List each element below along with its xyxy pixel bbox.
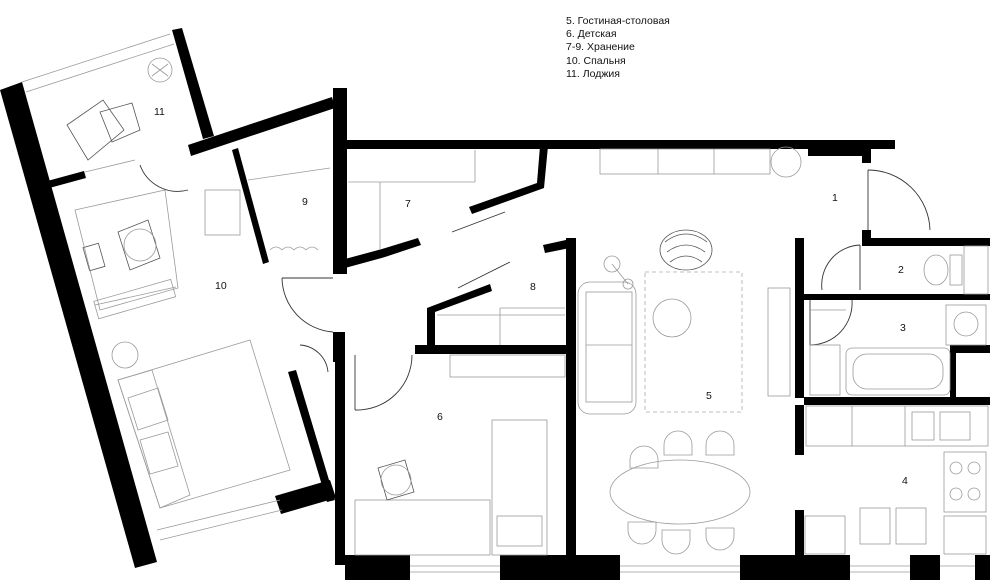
legend-item-5: 5. Гостиная-столовая [566, 15, 670, 27]
legend-item-6: 6. Детская [566, 28, 617, 41]
room-label-11: 11 [154, 106, 165, 118]
room-label-9: 9 [302, 196, 308, 208]
walls [0, 28, 990, 580]
room-label-4: 4 [902, 475, 908, 487]
hanger-rail [269, 246, 319, 251]
bedroom-bed [117, 339, 291, 509]
room-label-10: 10 [215, 280, 227, 292]
room-label-1: 1 [832, 192, 838, 204]
legend-item-11: 11. Лоджия [566, 67, 620, 80]
bathroom-fixtures [809, 304, 987, 396]
room-label-6: 6 [437, 411, 443, 423]
room-label-7: 7 [405, 198, 411, 210]
legend-item-10: 10. Спальня [566, 54, 626, 67]
room-legend: 5. Гостиная-столовая 6. Детская 7-9. Хра… [566, 15, 670, 81]
loggia-lounge-chair [66, 57, 173, 161]
room-label-5: 5 [706, 390, 712, 402]
kids-room-furniture [354, 354, 566, 556]
living-room-furniture [577, 146, 802, 555]
room-label-8: 8 [530, 281, 536, 293]
windows [21, 33, 975, 573]
room-label-3: 3 [900, 322, 906, 334]
room-label-2: 2 [898, 264, 904, 276]
kitchen-furniture [804, 405, 989, 555]
doors [139, 164, 931, 411]
bedroom-desk-chair [74, 189, 179, 369]
furniture [66, 57, 989, 556]
legend-item-7-9: 7-9. Хранение [566, 41, 635, 54]
wc-fixtures [923, 245, 989, 295]
bedroom-shelf [204, 189, 241, 236]
room-labels: 1 2 3 4 5 6 7 8 9 10 11 [154, 106, 908, 487]
